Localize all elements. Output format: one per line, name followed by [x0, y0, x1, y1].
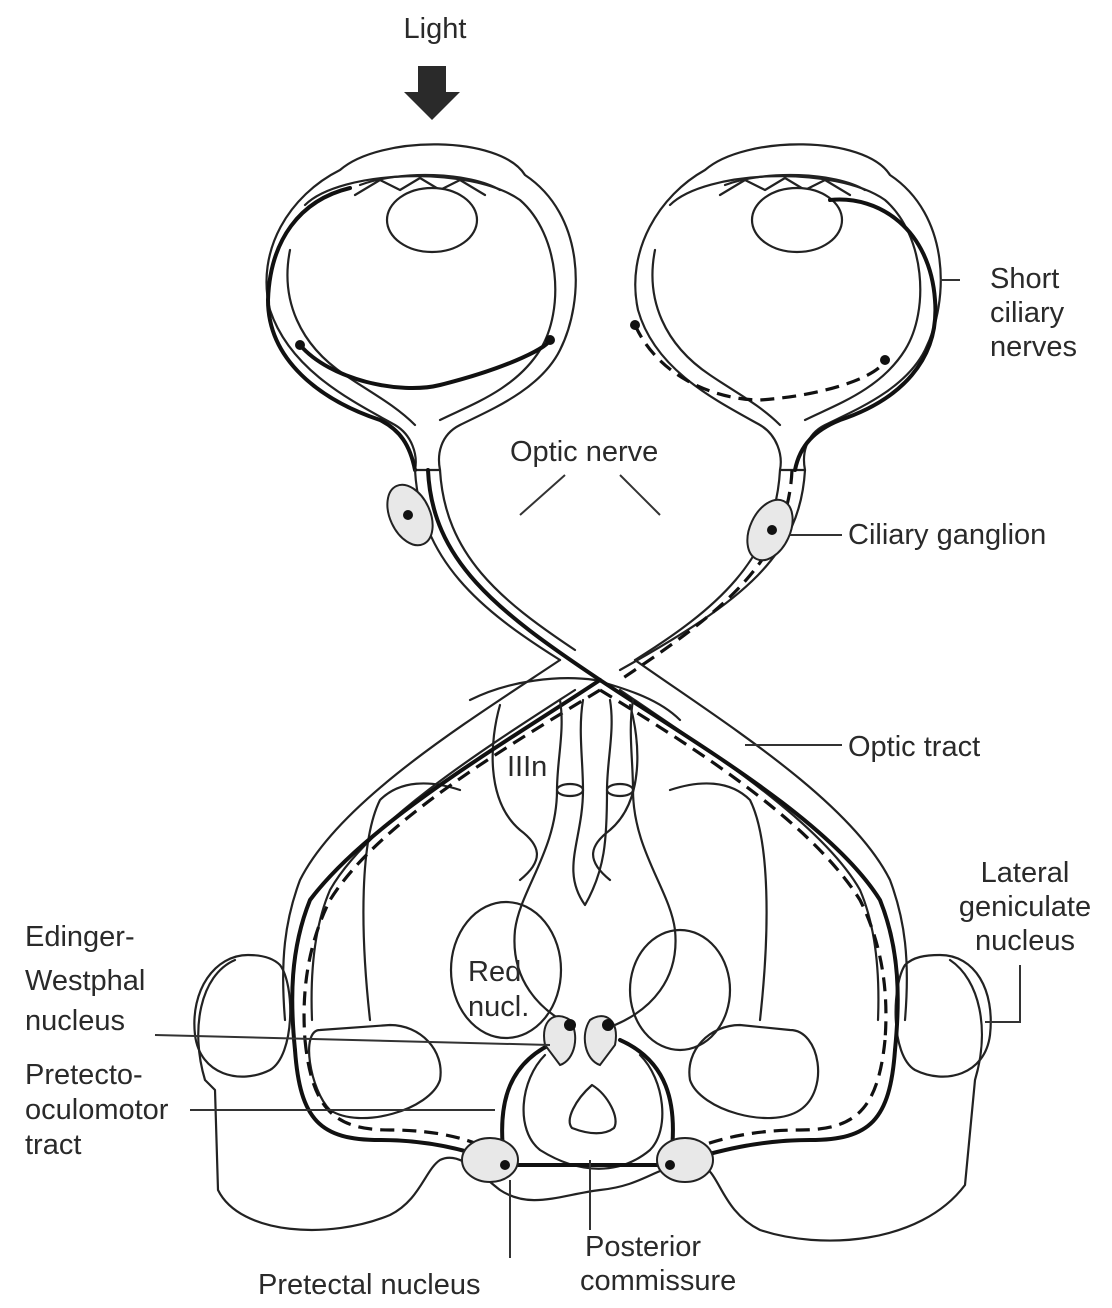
label-short-ciliary-3: nerves [990, 330, 1077, 364]
label-ew-3: nucleus [25, 1004, 125, 1038]
label-third-nerve: IIIn [507, 750, 547, 784]
label-ew-2: Westphal [25, 964, 145, 998]
label-posterior-1: Posterior [585, 1230, 701, 1264]
label-posterior-2: commissure [580, 1264, 736, 1298]
label-short-ciliary-1: Short [990, 262, 1059, 296]
label-red-2: nucl. [468, 990, 529, 1024]
periaqueductal-contour [524, 1055, 663, 1169]
right-peduncle [670, 783, 767, 1020]
label-optic-nerve: Optic nerve [510, 435, 658, 469]
optic-tracts [283, 660, 907, 1050]
pretectal-nuclei [462, 1138, 713, 1182]
mid-left-contour [493, 705, 537, 880]
label-pom-2: oculomotor [25, 1093, 168, 1127]
lgn-right-shape [896, 955, 991, 1077]
edinger-westphal-nuclei [544, 1016, 616, 1065]
label-lgn-1: Lateral [945, 856, 1105, 890]
leader-lines [155, 280, 1020, 1258]
cerebral-aqueduct [570, 1085, 616, 1133]
left-eye [266, 144, 575, 470]
label-lgn-3: nucleus [945, 924, 1105, 958]
label-lgn-2: geniculate [945, 890, 1105, 924]
label-pom-1: Pretecto- [25, 1058, 143, 1092]
red-nucleus-right [630, 930, 730, 1050]
label-optic-tract: Optic tract [848, 730, 980, 764]
optic-nerves-crossing [415, 470, 805, 680]
label-ciliary-ganglion: Ciliary ganglion [848, 518, 1046, 552]
label-light: Light [380, 12, 490, 46]
label-short-ciliary-2: ciliary [990, 296, 1064, 330]
label-red-1: Red [468, 955, 521, 989]
label-pretectal-nucleus: Pretectal nucleus [258, 1268, 480, 1302]
left-peduncle [363, 783, 460, 1020]
light-arrow [404, 66, 460, 120]
label-pom-3: tract [25, 1128, 81, 1162]
right-eye [630, 144, 941, 470]
label-ew-1: Edinger- [25, 920, 135, 954]
lgn-left-shape [194, 955, 290, 1077]
